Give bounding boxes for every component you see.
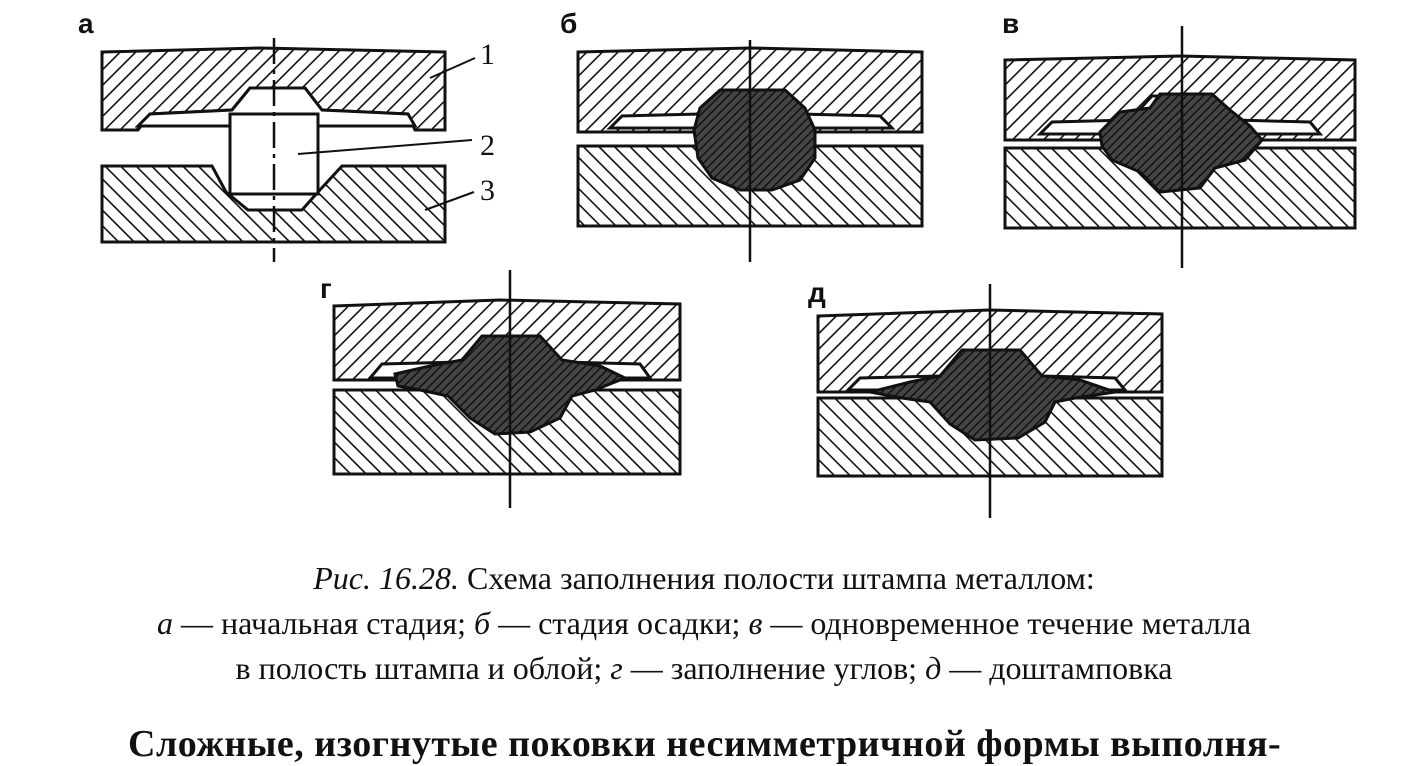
metal-billet — [869, 348, 1116, 442]
figure-title: Схема заполнения полости штампа металлом… — [459, 560, 1095, 596]
caption-key: в — [748, 605, 763, 641]
caption-key: б — [474, 605, 491, 641]
leader-line-2 — [297, 139, 473, 155]
caption-key: д — [925, 650, 942, 686]
body-paragraph-start: Сложные, изогнутые поковки несимметрично… — [128, 723, 1282, 765]
figure-caption-line-3: в полость штампа и облой; г — заполнение… — [0, 646, 1408, 690]
leader-line-1 — [429, 57, 476, 79]
panel-label-a: а — [78, 8, 94, 39]
die-filling-diagram: а 1 2 3 б в г д — [78, 8, 1357, 518]
caption-text: в полость штампа и облой; — [235, 650, 611, 686]
callout-2: 2 — [480, 129, 495, 162]
figure-caption-line-2: а — начальная стадия; б — стадия осадки;… — [0, 601, 1408, 645]
leader-line-3 — [424, 191, 475, 211]
panel-label-b: б — [560, 8, 577, 39]
callout-1: 1 — [480, 38, 495, 71]
panel-a: а 1 2 3 — [78, 8, 495, 262]
caption-key: г — [610, 650, 623, 686]
caption-text: — одновременное течение металла — [762, 605, 1252, 641]
caption-text: — заполнение углов; — [622, 650, 926, 686]
panel-d: д — [808, 277, 1164, 518]
figure-number: Рис. 16.28. — [313, 560, 459, 596]
caption-text: — стадия осадки; — [490, 605, 749, 641]
upper-die-cavity — [134, 86, 418, 128]
panel-g: г — [320, 270, 682, 508]
panel-b: б — [560, 8, 924, 262]
panel-label-g: г — [320, 273, 332, 304]
caption-key: а — [156, 605, 173, 641]
panel-label-v: в — [1002, 8, 1019, 39]
figure-caption-title: Рис. 16.28. Схема заполнения полости шта… — [0, 556, 1408, 600]
panel-label-d: д — [808, 277, 826, 308]
panel-v: в — [1002, 8, 1357, 268]
callout-3: 3 — [480, 174, 495, 207]
caption-text: — доштамповка — [941, 650, 1173, 686]
metal-billet — [692, 88, 817, 192]
caption-text: — начальная стадия; — [172, 605, 474, 641]
